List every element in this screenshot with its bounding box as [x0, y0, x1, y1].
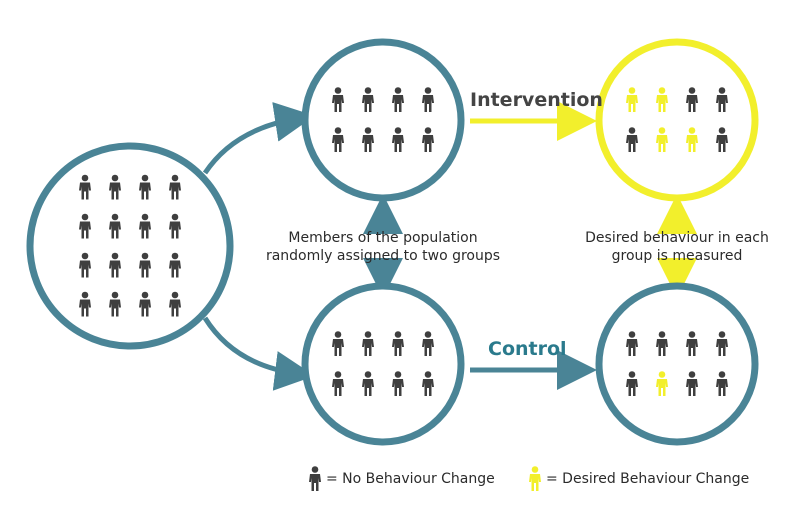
person-icon [392, 127, 404, 152]
person-icon [332, 127, 344, 152]
person-icon [626, 371, 638, 396]
measure-line-1: Desired behaviour in each [585, 230, 769, 246]
person-icon [109, 291, 121, 317]
control-group-after [595, 282, 759, 446]
randomization-line-2: randomly assigned to two groups [265, 248, 501, 264]
measure-line-2: group is measured [611, 248, 743, 264]
person-icon [169, 291, 181, 317]
randomization-line-1: Members of the population [288, 230, 478, 246]
intervention-group-after [595, 38, 759, 202]
person-icon [139, 252, 151, 278]
person-icon [109, 252, 121, 278]
arrow-population-to-control [202, 316, 315, 391]
intervention-before-people [332, 87, 434, 152]
control-after-circle [595, 282, 759, 446]
person-icon [392, 371, 404, 396]
arrow-population-to-intervention [202, 102, 315, 175]
person-icon [656, 371, 668, 396]
control-label: Control [488, 338, 567, 360]
intervention-group-before [301, 38, 465, 202]
person-icon [656, 87, 668, 112]
person-icon [169, 252, 181, 278]
intervention-before-circle [301, 38, 465, 202]
person-icon [309, 466, 321, 491]
person-icon [362, 87, 374, 112]
person-icon [716, 331, 728, 356]
person-icon [139, 213, 151, 239]
person-icon [332, 87, 344, 112]
person-icon [716, 127, 728, 152]
person-icon [139, 174, 151, 200]
person-icon [79, 174, 91, 200]
person-icon [686, 331, 698, 356]
person-icon [626, 331, 638, 356]
control-group-before [301, 282, 465, 446]
person-icon [109, 174, 121, 200]
legend-no-change-text: = No Behaviour Change [326, 471, 495, 487]
person-icon [686, 371, 698, 396]
legend-desired-change: = Desired Behaviour Change [528, 466, 749, 492]
person-icon [362, 371, 374, 396]
person-icon [392, 331, 404, 356]
population-people [79, 174, 181, 317]
person-icon [656, 127, 668, 152]
person-icon [332, 331, 344, 356]
person-icon [626, 87, 638, 112]
person-icon [686, 127, 698, 152]
person-icon [169, 213, 181, 239]
person-icon [422, 87, 434, 112]
legend-no-change: = No Behaviour Change [308, 466, 495, 492]
control-before-circle [301, 282, 465, 446]
person-icon [109, 213, 121, 239]
person-icon [392, 87, 404, 112]
person-icon [422, 371, 434, 396]
measure-label: Desired behaviour in each group is measu… [567, 229, 787, 265]
person-icon [79, 252, 91, 278]
population-group [26, 142, 234, 350]
person-icon [626, 127, 638, 152]
randomization-label: Members of the population randomly assig… [253, 229, 513, 265]
person-icon [422, 331, 434, 356]
person-icon [422, 127, 434, 152]
person-icon [169, 174, 181, 200]
person-icon [79, 213, 91, 239]
person-icon [362, 127, 374, 152]
person-icon [529, 466, 541, 491]
person-icon [332, 371, 344, 396]
intervention-after-circle [595, 38, 759, 202]
person-icon [79, 291, 91, 317]
control-after-people [626, 331, 728, 396]
person-icon [686, 87, 698, 112]
person-icon [716, 371, 728, 396]
person-icon [656, 331, 668, 356]
legend-desired-change-text: = Desired Behaviour Change [546, 471, 750, 487]
intervention-label: Intervention [470, 89, 603, 111]
control-before-people [332, 331, 434, 396]
person-icon [362, 331, 374, 356]
person-icon [139, 291, 151, 317]
person-icon [716, 87, 728, 112]
population-circle [26, 142, 234, 350]
intervention-after-people [626, 87, 728, 152]
